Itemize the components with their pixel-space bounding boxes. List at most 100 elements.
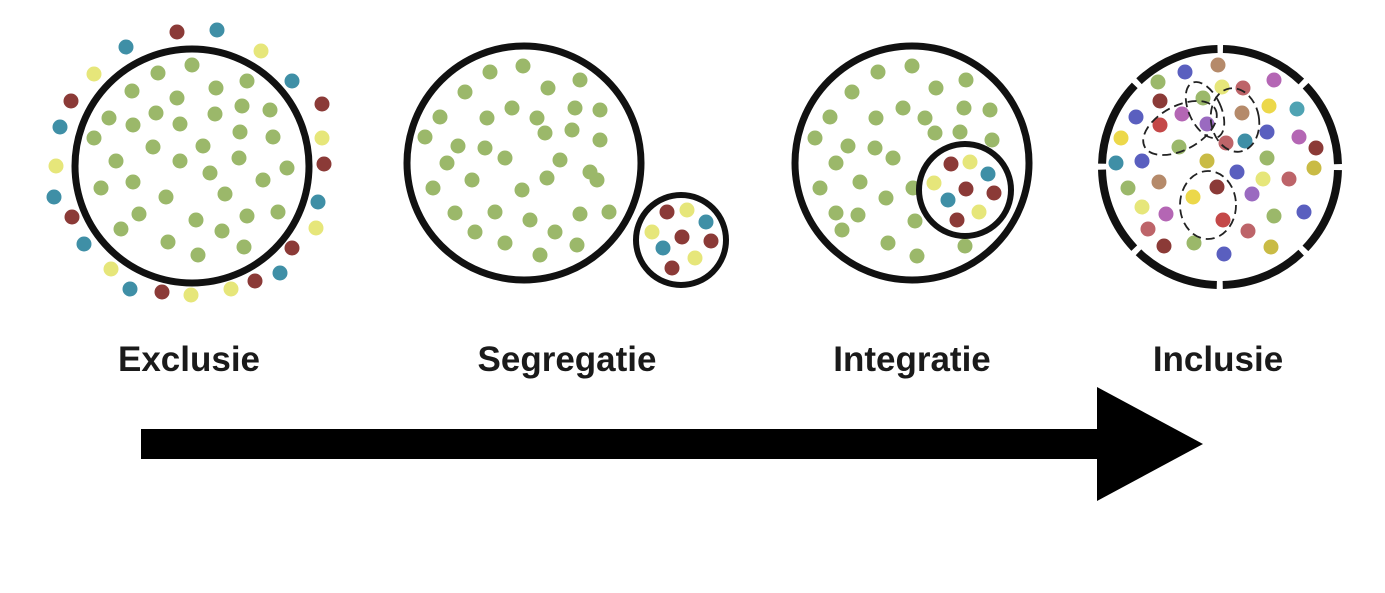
person-dot: [101, 110, 117, 126]
person-dot: [971, 204, 987, 220]
person-dot: [962, 154, 978, 170]
person-dot: [145, 139, 161, 155]
person-dot: [1158, 206, 1174, 222]
person-dot: [822, 109, 838, 125]
person-dot: [86, 66, 102, 82]
person-dot: [907, 213, 923, 229]
person-dot: [477, 140, 493, 156]
person-dot: [239, 208, 255, 224]
person-dot: [284, 73, 300, 89]
group-outline: [1179, 170, 1237, 240]
person-dot: [172, 153, 188, 169]
person-dot: [537, 125, 553, 141]
person-dot: [108, 153, 124, 169]
person-dot: [63, 93, 79, 109]
person-dot: [956, 100, 972, 116]
segregation-main-circle: [403, 42, 645, 284]
group-outline: [1209, 87, 1261, 153]
person-dot: [308, 220, 324, 236]
person-dot: [232, 124, 248, 140]
person-dot: [1174, 106, 1190, 122]
integration-main-circle: [791, 42, 1033, 284]
person-dot: [1266, 72, 1282, 88]
person-dot: [148, 105, 164, 121]
arrow-head: [1097, 387, 1203, 501]
person-dot: [154, 284, 170, 300]
person-dot: [1291, 129, 1307, 145]
inclusion-groups: [1142, 81, 1261, 240]
person-dot: [310, 194, 326, 210]
person-dot: [1266, 208, 1282, 224]
person-dot: [1215, 212, 1231, 228]
person-dot: [522, 212, 538, 228]
person-dot: [1244, 186, 1260, 202]
person-dot: [840, 138, 856, 154]
person-dot: [270, 204, 286, 220]
person-dot: [52, 119, 68, 135]
person-dot: [265, 129, 281, 145]
person-dot: [1156, 238, 1172, 254]
person-dot: [904, 58, 920, 74]
person-dot: [952, 124, 968, 140]
exclusion-circle: [71, 45, 313, 287]
person-dot: [169, 90, 185, 106]
person-dot: [457, 84, 473, 100]
person-dot: [464, 172, 480, 188]
person-dot: [450, 138, 466, 154]
person-dot: [504, 100, 520, 116]
person-dot: [217, 186, 233, 202]
person-dot: [172, 116, 188, 132]
person-dot: [569, 237, 585, 253]
person-dot: [93, 180, 109, 196]
person-dot: [202, 165, 218, 181]
person-dot: [1289, 101, 1305, 117]
stage-label-segregation: Segregatie: [478, 340, 657, 379]
person-dot: [447, 205, 463, 221]
person-dot: [539, 170, 555, 186]
person-dot: [868, 110, 884, 126]
person-dot: [828, 205, 844, 221]
person-dot: [870, 64, 886, 80]
person-dot: [1214, 79, 1230, 95]
person-dot: [1199, 153, 1215, 169]
person-dot: [940, 192, 956, 208]
person-dot: [703, 233, 719, 249]
person-dot: [572, 206, 588, 222]
person-dot: [234, 98, 250, 114]
person-dot: [1177, 64, 1193, 80]
stage-label-exclusion: Exclusie: [118, 340, 260, 379]
person-dot: [124, 83, 140, 99]
person-dot: [207, 106, 223, 122]
person-dot: [958, 181, 974, 197]
group-outline: [1142, 100, 1218, 156]
person-dot: [895, 100, 911, 116]
person-dot: [958, 72, 974, 88]
person-dot: [314, 130, 330, 146]
person-dot: [417, 129, 433, 145]
person-dot: [48, 158, 64, 174]
person-dot: [236, 239, 252, 255]
person-dot: [514, 182, 530, 198]
person-dot: [926, 175, 942, 191]
person-dot: [1306, 160, 1322, 176]
person-dot: [552, 152, 568, 168]
person-dot: [231, 150, 247, 166]
person-dot: [917, 110, 933, 126]
person-dot: [118, 39, 134, 55]
person-dot: [909, 248, 925, 264]
person-dot: [812, 180, 828, 196]
person-dot: [169, 24, 185, 40]
person-dot: [1152, 93, 1168, 109]
person-dot: [698, 214, 714, 230]
person-dot: [1216, 246, 1232, 262]
person-dot: [572, 72, 588, 88]
person-dot: [943, 156, 959, 172]
person-dot: [316, 156, 332, 172]
person-dot: [1209, 179, 1225, 195]
person-dot: [1281, 171, 1297, 187]
person-dot: [86, 130, 102, 146]
person-dot: [497, 150, 513, 166]
person-dot: [122, 281, 138, 297]
person-dot: [439, 155, 455, 171]
